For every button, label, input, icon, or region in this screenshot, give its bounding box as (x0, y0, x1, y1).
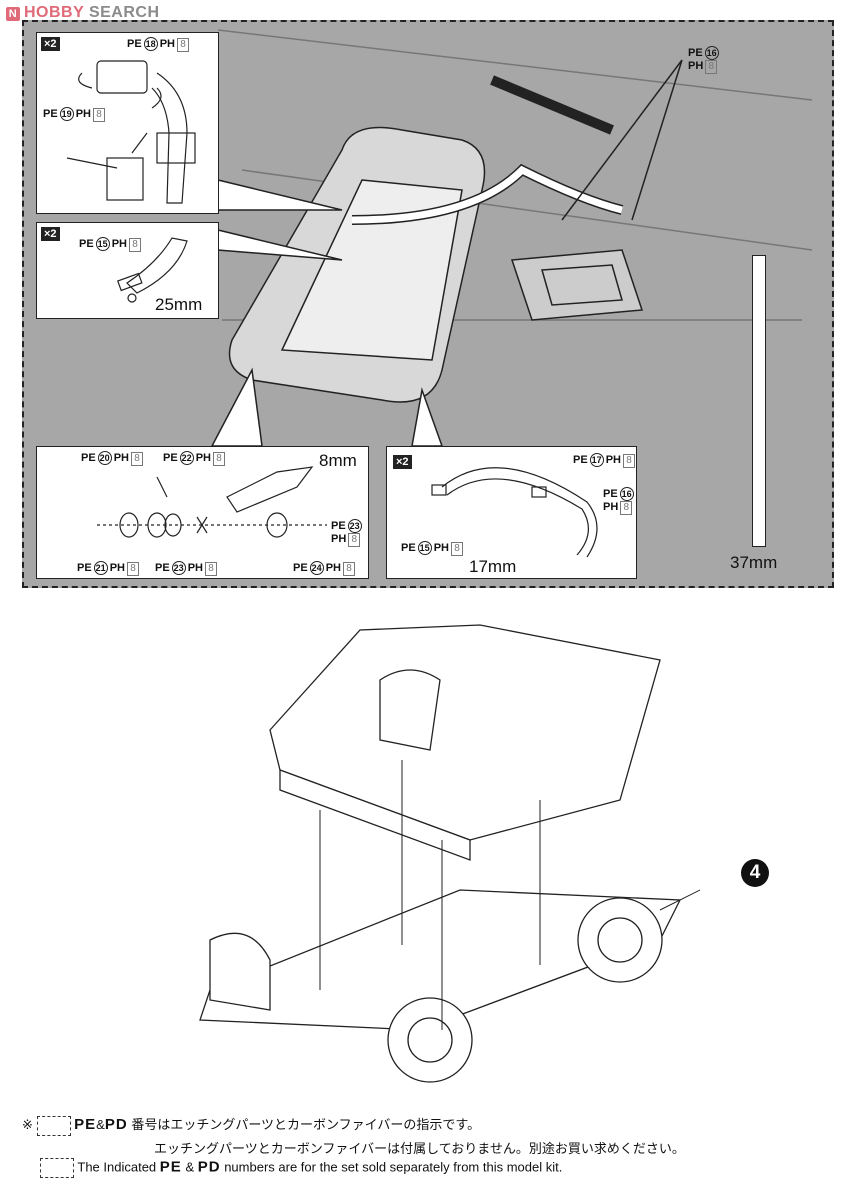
car-assembly-drawing (199, 624, 700, 1083)
note-en-post: numbers are for the set sold separately … (224, 1159, 563, 1175)
pe-symbol: PE (159, 1158, 182, 1176)
note-jp-line2: エッチングパーツとカーボンファイバーは付属しておりません。別途お買い求めください… (154, 1141, 685, 1156)
anchor-drawing (97, 466, 327, 538)
amp: & (185, 1159, 195, 1175)
quantity-badge: ×2 (41, 227, 60, 241)
length-label: 8mm (319, 451, 357, 470)
logo-icon: N (6, 7, 20, 21)
logo-text-2: SEARCH (88, 4, 160, 21)
footer-note-jp: ※ PE&PD 番号はエッチングパーツとカーボンファイバーの指示です。 (22, 1114, 480, 1136)
note-en-pre: The Indicated (77, 1159, 157, 1175)
pd-symbol: PD (104, 1116, 128, 1133)
logo-text: HOBBY (24, 4, 84, 21)
length-label: 17mm (469, 557, 517, 576)
dashed-box-icon (36, 1115, 71, 1136)
note-jp-line1: 番号はエッチングパーツとカーボンファイバーの指示です。 (131, 1117, 481, 1132)
step-number-badge: 4 (741, 859, 769, 887)
lap-belt-drawing (431, 467, 598, 558)
footer-note-en: The Indicated PE & PD numbers are for th… (40, 1158, 562, 1178)
quantity-badge: ×2 (41, 37, 60, 51)
pe-symbol: PE (74, 1116, 97, 1133)
note-mark: ※ (22, 1117, 33, 1132)
amp: & (96, 1117, 105, 1132)
belt-end-drawing (117, 237, 188, 303)
length-label: 25mm (155, 295, 203, 314)
buckle-drawing (66, 60, 196, 204)
seat-illustration (210, 29, 813, 447)
pd-symbol: PD (197, 1158, 221, 1176)
watermark-logo: N HOBBY SEARCH (6, 4, 160, 22)
scale-bar (752, 255, 766, 547)
scale-label: 37mm (730, 553, 778, 572)
quantity-badge: ×2 (393, 455, 412, 469)
dashed-box-icon (40, 1158, 74, 1178)
